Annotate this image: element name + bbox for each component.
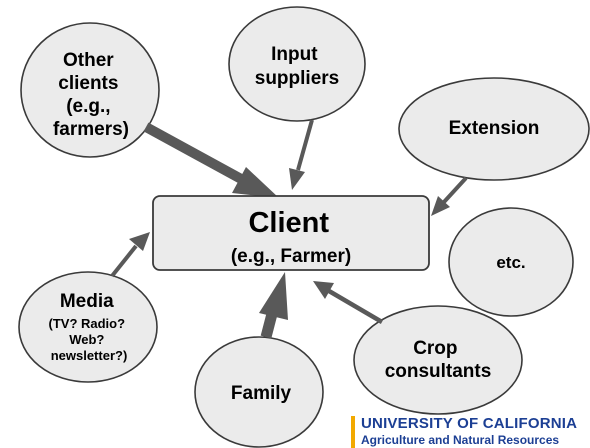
node-media: Media (TV? Radio? Web? newsletter?): [18, 271, 158, 383]
extension-label: Extension: [449, 118, 540, 139]
svg-text:Input suppliers: Input suppliers: [255, 44, 339, 89]
media-sub-line-1: (TV? Radio?: [49, 316, 126, 331]
arrow-from-family: [259, 272, 288, 339]
family-label: Family: [231, 383, 292, 404]
logo-university-name: UNIVERSITY OF CALIFORNIA: [361, 415, 578, 432]
client-box: Client (e.g., Farmer): [152, 195, 430, 271]
logo-division-name: Agriculture and Natural Resources: [361, 433, 560, 447]
other-clients-line-2: clients: [58, 73, 118, 94]
other-clients-line-1: Other: [63, 50, 114, 71]
node-other-clients: Other clients (e.g., farmers): [20, 22, 160, 158]
arrow-from-media: [110, 232, 150, 278]
svg-text:Media (TV? Radio?: Media (TV? Radio? Web? newsletter?): [49, 291, 130, 363]
client-subtitle: (e.g., Farmer): [231, 246, 351, 267]
svg-text:Client (e.g., Farmer): Client (e.g., Farmer): [231, 207, 351, 267]
svg-text:Other clients (e.g: Other clients (e.g., farmers): [53, 50, 129, 140]
node-input-suppliers: Input suppliers: [228, 6, 366, 122]
logo-accent-bar: [351, 416, 355, 448]
other-clients-line-4: farmers): [53, 119, 129, 140]
arrow-from-extension: [431, 176, 468, 216]
input-suppliers-line-2: suppliers: [255, 68, 339, 89]
crop-consultants-line-2: consultants: [385, 361, 492, 382]
node-crop-consultants: Crop consultants: [353, 305, 523, 415]
svg-text:etc.: etc.: [496, 253, 525, 272]
svg-text:Extension: Extension: [449, 118, 540, 139]
node-family: Family: [194, 336, 324, 448]
uc-anr-logo: UNIVERSITY OF CALIFORNIA Agriculture and…: [351, 413, 590, 448]
svg-text:Crop consultants: Crop consultants: [385, 338, 492, 382]
svg-text:Family: Family: [231, 383, 292, 404]
client-title: Client: [248, 207, 329, 239]
media-sub-line-3: newsletter?): [51, 348, 128, 363]
node-etc: etc.: [448, 207, 574, 317]
media-title: Media: [60, 291, 114, 312]
arrow-from-other-clients: [143, 122, 279, 198]
etc-label: etc.: [496, 253, 525, 272]
media-sub-line-2: Web?: [69, 332, 104, 347]
node-extension: Extension: [398, 77, 590, 181]
other-clients-line-3: (e.g.,: [66, 96, 110, 117]
crop-consultants-line-1: Crop: [413, 338, 457, 359]
arrow-from-crop-consultants: [313, 281, 384, 324]
input-suppliers-line-1: Input: [271, 44, 318, 65]
arrow-from-input-suppliers: [289, 119, 314, 190]
